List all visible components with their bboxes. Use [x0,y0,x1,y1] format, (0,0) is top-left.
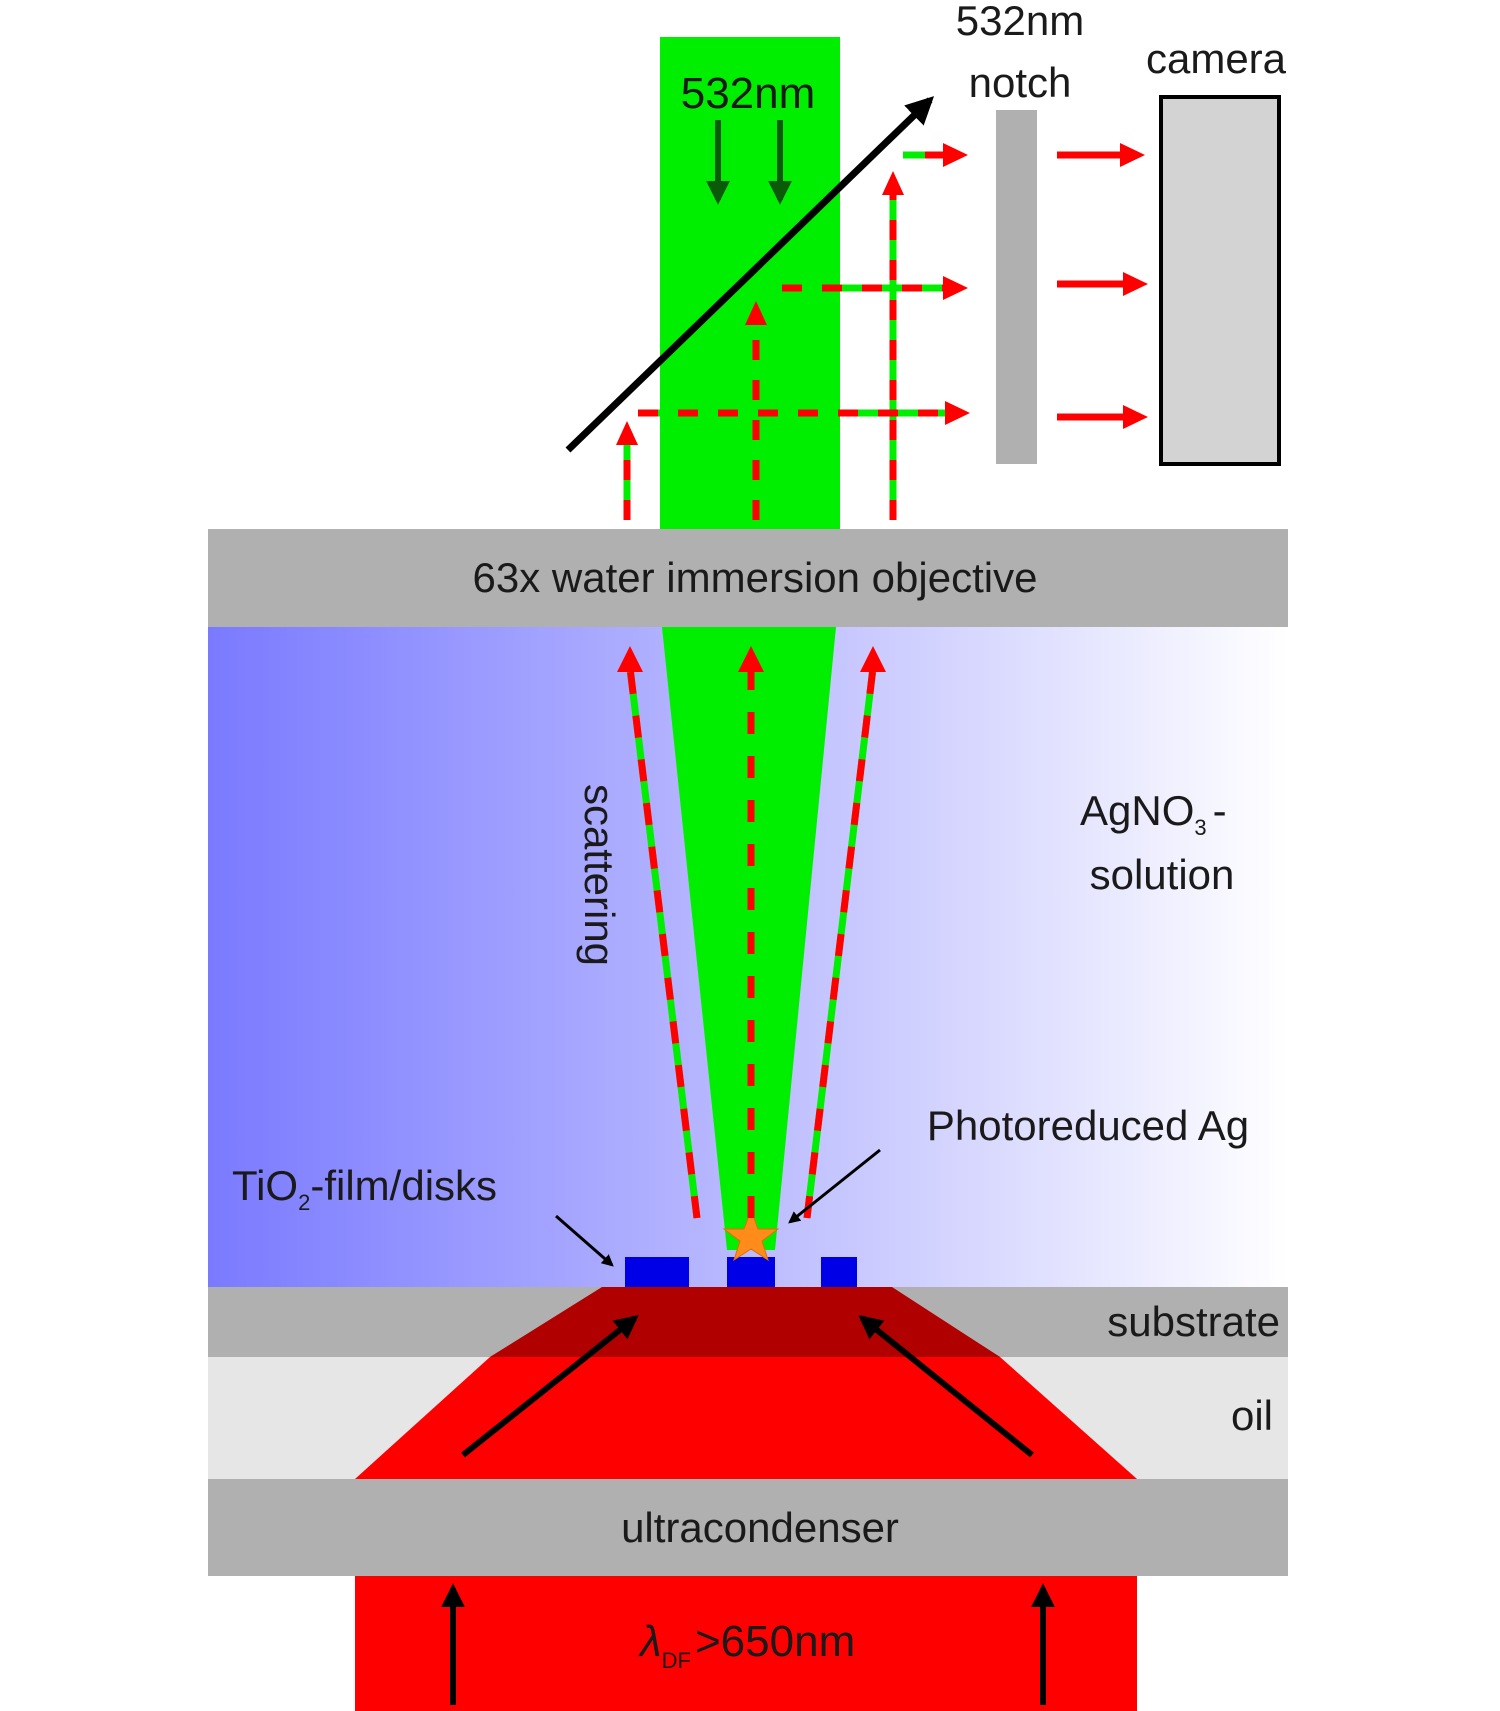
tio2-rest: -film/disks [310,1162,497,1209]
laser-beam-column [660,37,840,529]
tio2-disk-center [727,1257,775,1287]
tio2-subscript: 2 [298,1190,310,1215]
camera-box [1159,95,1281,466]
lambda-subscript: DF [662,1648,691,1673]
illumination-beam [355,1576,1137,1711]
tio2-pointer-arrow [555,1214,614,1267]
tio2-disk-right [821,1257,857,1287]
solution-dash: - [1213,787,1227,834]
photoreduced-pointer-arrow [788,1148,881,1224]
detection-rays [616,143,970,520]
beam-splitter-mirror [565,96,935,453]
darkfield-ray-right-arrow [858,1314,1034,1458]
lambda-value: >650nm [695,1617,855,1666]
substrate-label: substrate [1107,1298,1280,1345]
solution-label-line2: solution [1090,851,1235,898]
notch-label-line1: 532nm [956,0,1084,44]
tio2-chem: TiO [232,1162,298,1209]
notch-label-line2: notch [969,59,1072,106]
wavelength-label: λDF>650nm [638,1617,855,1673]
solution-subscript: 3 [1194,815,1206,840]
scattering-label: scattering [576,784,623,966]
camera-label: camera [1146,35,1287,82]
lambda-symbol: λ [638,1617,662,1666]
photoreduced-label: Photoreduced Ag [927,1102,1249,1149]
solution-label-line1: AgNO3- [1080,787,1227,840]
photoreduced-ag-star [722,1208,780,1262]
darkfield-light-in-oil [355,1357,1137,1479]
condenser-label: ultracondenser [621,1504,899,1551]
oil-label: oil [1231,1392,1273,1439]
scattering-rays [617,646,886,1219]
ultracondenser-block [208,1479,1288,1576]
tio2-disk-left [625,1257,689,1287]
solution-chem: AgNO [1080,787,1194,834]
objective-label: 63x water immersion objective [473,554,1038,601]
tio2-label: TiO2-film/disks [232,1162,497,1215]
darkfield-light-substrate-fill [490,1287,1000,1357]
laser-label: 532nm [681,69,816,118]
objective-block [208,529,1288,627]
darkfield-ray-left-arrow [461,1315,639,1458]
notch-filter [996,110,1037,464]
filtered-signal-arrows [1057,143,1148,429]
